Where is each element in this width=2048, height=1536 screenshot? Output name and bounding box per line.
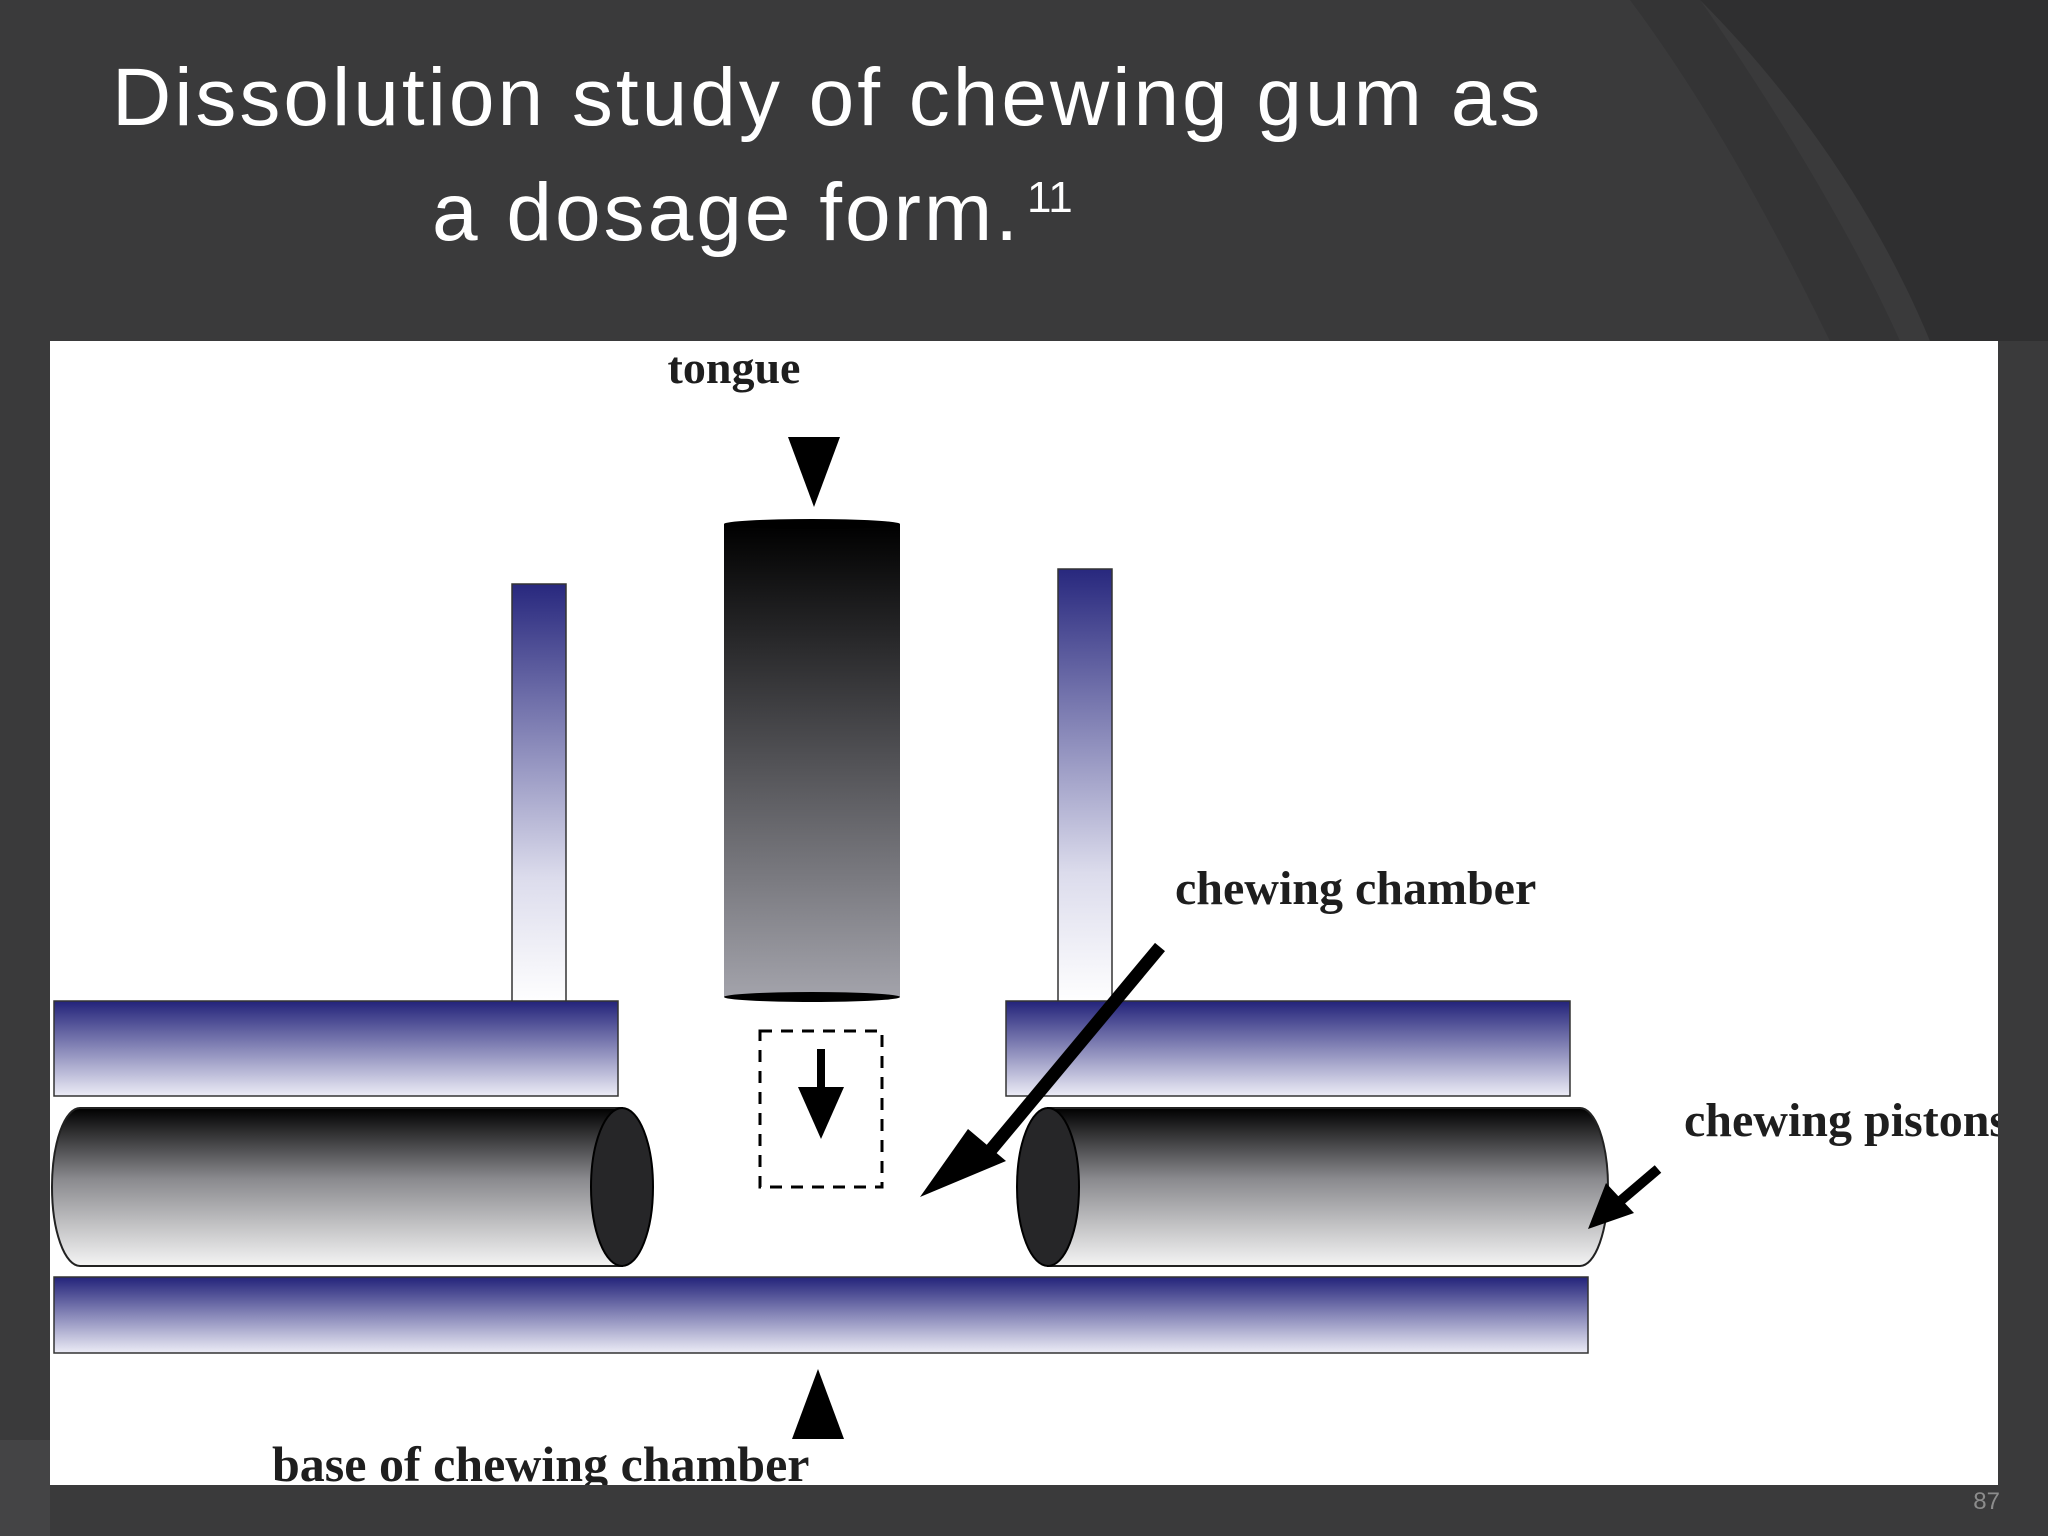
chewing-pistons-arrow xyxy=(1588,1165,1662,1229)
right-piston xyxy=(1016,1107,1609,1267)
title-line-2-text: a dosage form. xyxy=(432,167,1021,258)
chewing-pistons-label: chewing pistons xyxy=(1684,1094,1998,1147)
title-line-2: a dosage form.11 xyxy=(432,148,1073,263)
background-swoosh xyxy=(0,1440,50,1536)
base-of-chewing-chamber-label: base of chewing chamber xyxy=(272,1436,809,1485)
chewing-chamber-label: chewing chamber xyxy=(1175,862,1536,915)
chewing-chamber-arrow xyxy=(920,942,1165,1197)
title-line-1: Dissolution study of chewing gum as xyxy=(112,52,1544,143)
reference-superscript: 11 xyxy=(1026,173,1073,222)
tongue-down-arrow xyxy=(788,437,840,507)
background-swoosh xyxy=(1630,0,1900,341)
base-up-arrow xyxy=(792,1369,844,1439)
chewing-chamber-diagram: tongue chewing chamber chewing pistons b… xyxy=(50,341,1998,1485)
left-post xyxy=(511,583,567,1005)
tongue-block xyxy=(724,519,900,1002)
background-swoosh xyxy=(1700,0,2048,341)
guide-down-arrow xyxy=(798,1049,844,1139)
tongue-label: tongue xyxy=(668,342,801,393)
base-plate xyxy=(53,1276,1589,1354)
top-left-plate xyxy=(53,1000,619,1097)
right-post xyxy=(1057,568,1113,1005)
dashed-guide-box xyxy=(758,1029,884,1189)
left-piston xyxy=(51,1107,654,1267)
top-right-plate xyxy=(1005,1000,1571,1097)
page-number: 87 xyxy=(1973,1488,2000,1515)
